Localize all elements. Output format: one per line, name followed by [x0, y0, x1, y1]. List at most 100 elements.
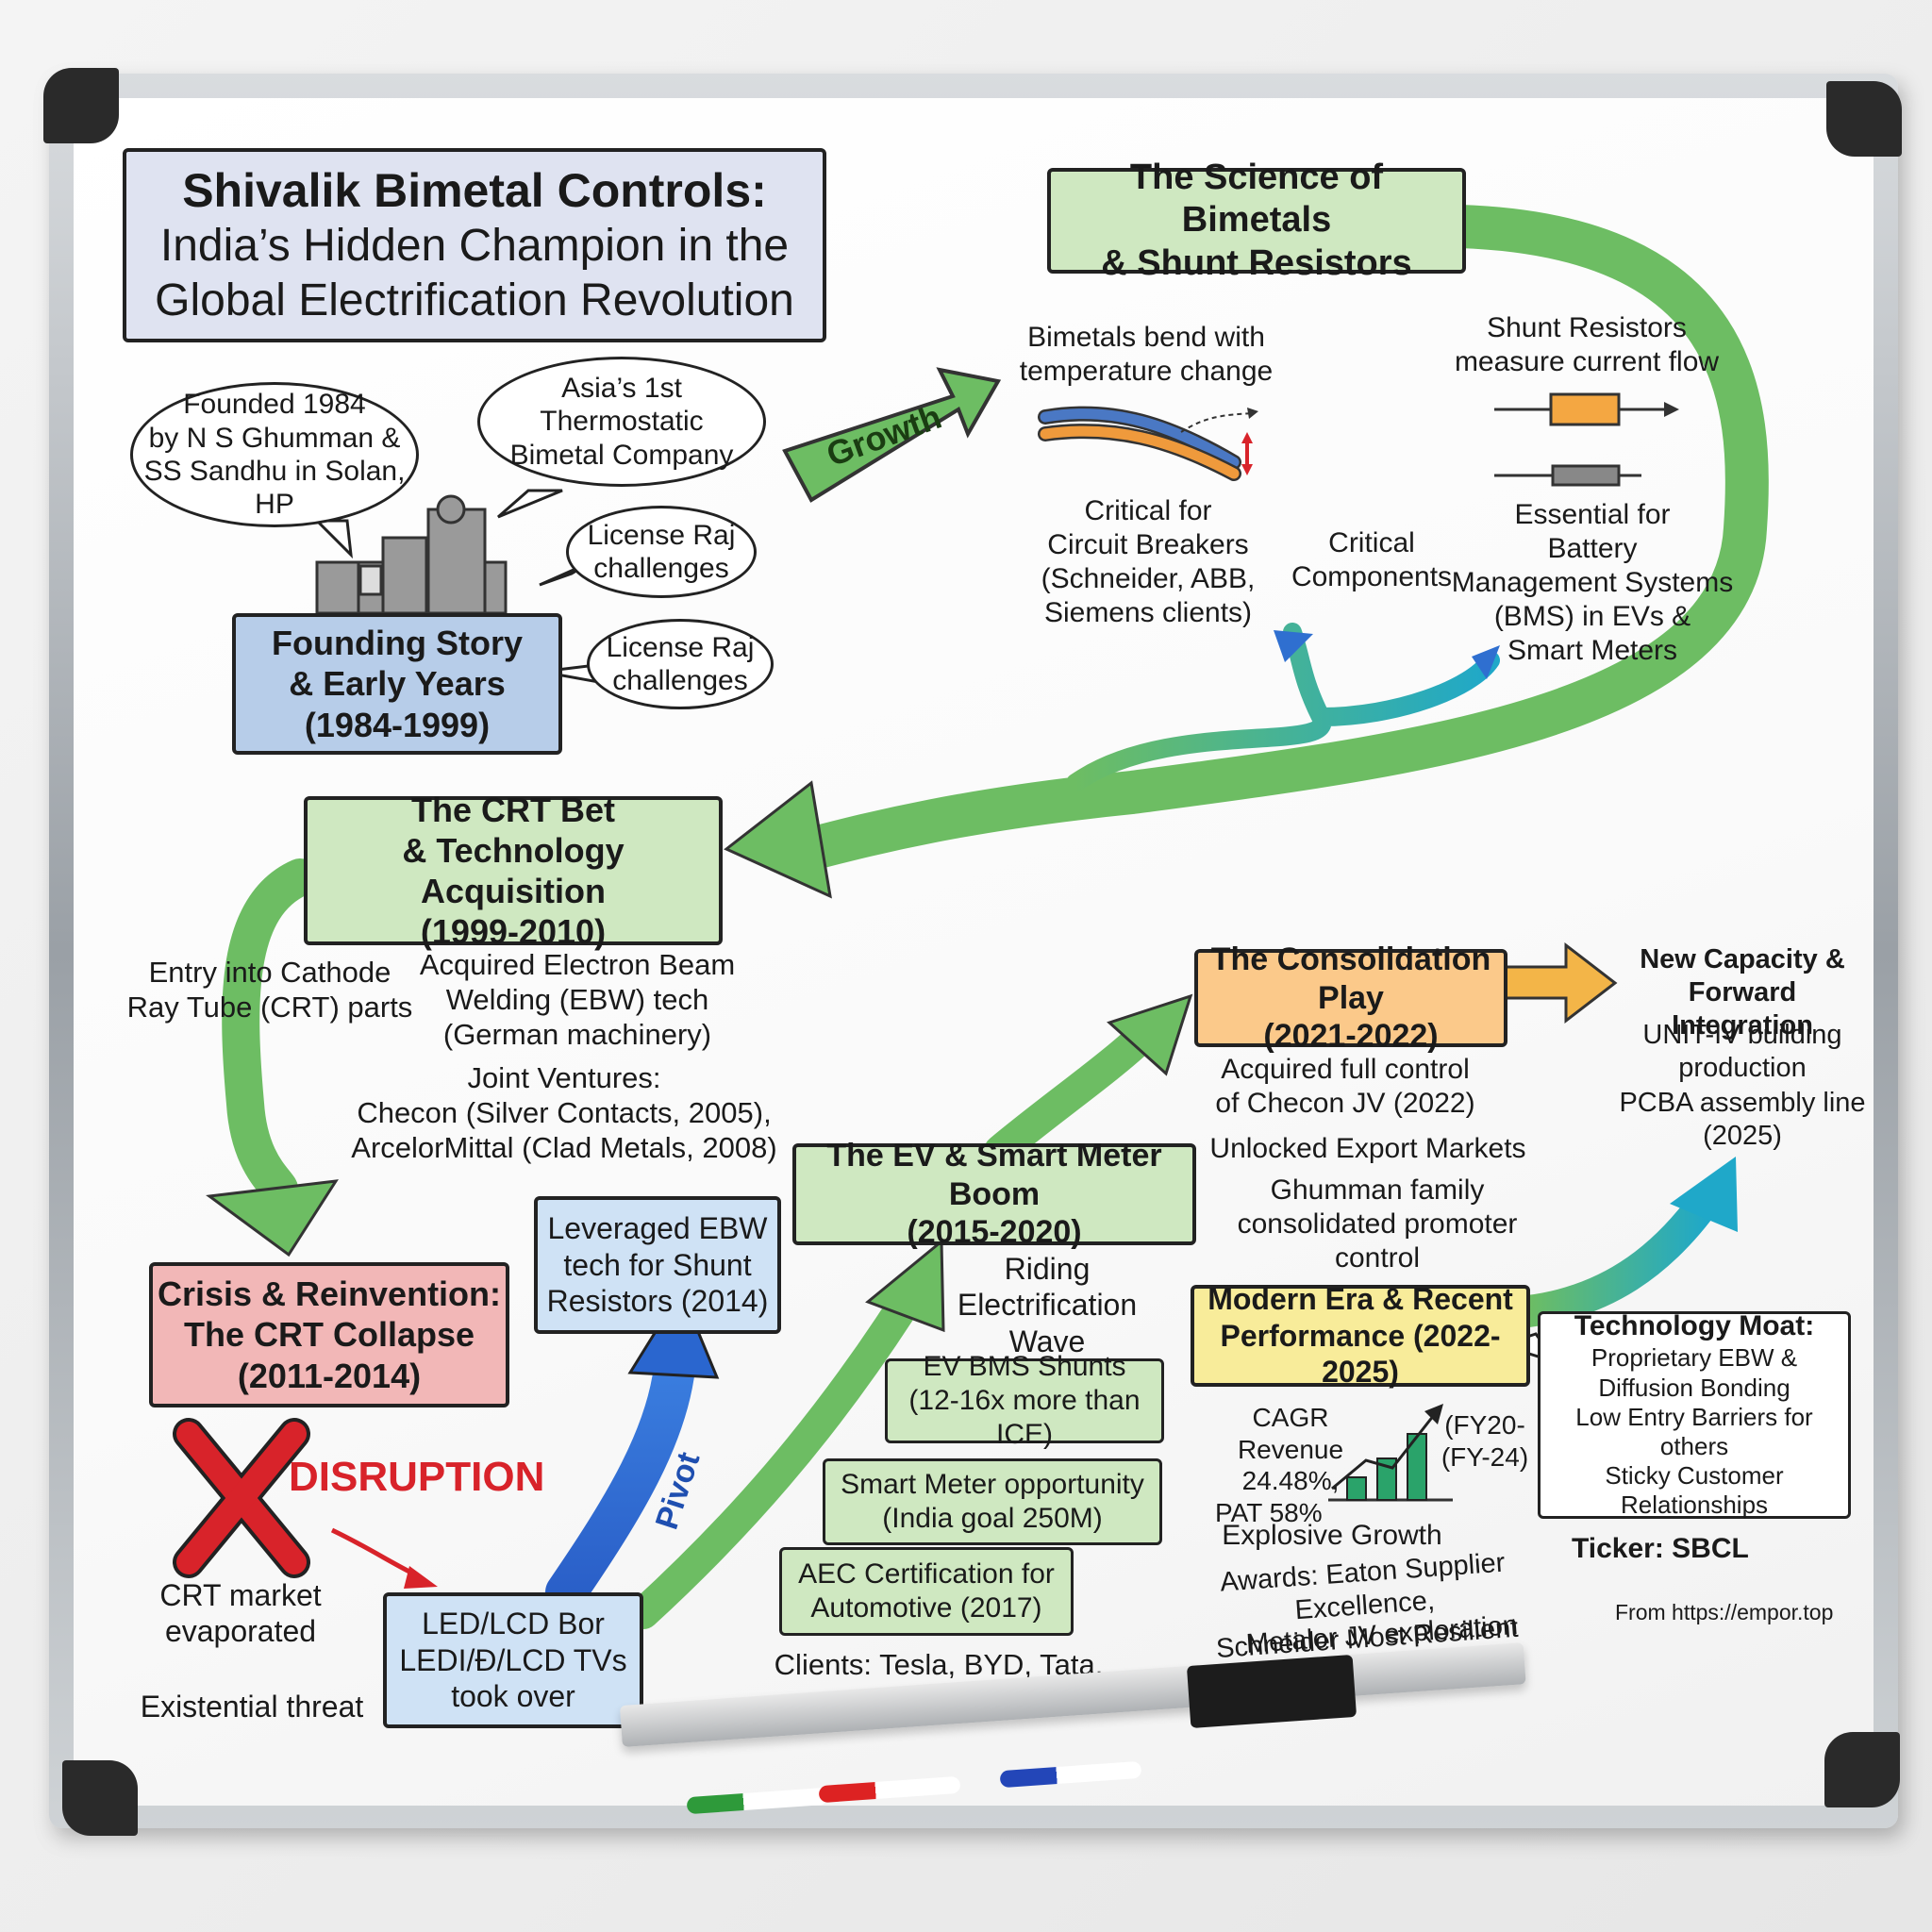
arrow-disruption-to-led: [330, 1527, 423, 1580]
science-box-line-2: & Shunt Resistors: [1101, 242, 1412, 283]
leveraged-ebw-box: Leveraged EBW tech for Shunt Resistors (…: [534, 1196, 781, 1334]
cb-line-2: Circuit Breakers: [1047, 529, 1249, 560]
frame-corner-bottom-left: [62, 1760, 138, 1836]
ticker-text: Ticker: SBCL: [1572, 1533, 1749, 1564]
title-line-1: Shivalik Bimetal Controls:: [182, 164, 767, 218]
license1-line-2: challenges: [593, 553, 729, 584]
founding-box-line-2: & Early Years: [289, 664, 506, 704]
led-lcd-line-2: LEDI/Ð/LCD TVs: [399, 1642, 627, 1677]
crt-ebw-1: Acquired Electron Beam: [419, 948, 736, 981]
founding-box-line-3: (1984-1999): [304, 705, 491, 744]
bubble-license-raj-1: License Raj challenges: [566, 506, 757, 598]
cc-line-2: Components: [1291, 561, 1453, 592]
moat-item-3: Low Entry Barriers for others: [1575, 1402, 1813, 1460]
smart-meter-1: Smart Meter opportunity: [841, 1469, 1144, 1500]
source-text: From https://empor.top: [1615, 1600, 1834, 1624]
modern-box-line-1: Modern Era & Recent: [1208, 1282, 1513, 1317]
bms-shunts-2: (12-16x more than ICE): [908, 1385, 1141, 1450]
bms-line-1: Essential for: [1514, 499, 1671, 530]
ev-bms-shunts-box: EV BMS Shunts (12-16x more than ICE): [885, 1351, 1164, 1450]
moat-heading: Technology Moat:: [1574, 1310, 1815, 1342]
crt-market-text: CRT market evaporated: [142, 1577, 340, 1650]
crisis-box-line-2: The CRT Collapse: [183, 1315, 475, 1355]
title-line-2: India’s Hidden Champion in the: [159, 221, 790, 272]
frame-corner-top-right: [1826, 81, 1902, 157]
arrow-head-modern-to-capacity: [1670, 1157, 1738, 1232]
ebw-box-line-1: Leveraged EBW: [547, 1211, 768, 1246]
crt-ebw-3: (German machinery): [442, 1018, 712, 1052]
crt-market-1: CRT market: [159, 1578, 322, 1612]
technology-moat-box: Technology Moat: Proprietary EBW & Diffu…: [1538, 1310, 1851, 1519]
critical-components-text: Critical Components: [1289, 526, 1455, 594]
bms-line-5: Smart Meters: [1507, 635, 1678, 666]
arrow-head-disruption: [404, 1566, 438, 1589]
disruption-label: DISRUPTION: [289, 1454, 545, 1500]
crt-ebw-2: Welding (EBW) tech: [445, 983, 709, 1017]
crt-entry-1: Entry into Cathode: [148, 956, 391, 989]
riding-1: Riding: [1004, 1252, 1091, 1286]
capacity-heading: New Capacity & Forward Integration: [1615, 943, 1870, 1041]
consolidation-box-line-1: The Consolidation Play: [1210, 941, 1491, 1016]
unit-2: production: [1678, 1052, 1807, 1083]
moat-item-1: Proprietary EBW &: [1591, 1343, 1798, 1373]
acquired-checon-text: Acquired full control of Checon JV (2022…: [1204, 1053, 1487, 1121]
bms-line-4: (BMS) in EVs &: [1493, 601, 1691, 632]
arrow-science-to-crt: [771, 205, 1769, 875]
bubble-asia-first: Asia’s 1st Thermostatic Bimetal Company: [477, 357, 766, 487]
modern-era-box: Modern Era & Recent Performance (2022-20…: [1191, 1282, 1530, 1389]
acquired-2: of Checon JV (2022): [1215, 1088, 1475, 1119]
fy-range-text: (FY20- (FY-24): [1438, 1409, 1532, 1473]
cb-line-1: Critical for: [1084, 495, 1212, 526]
science-box-line-1: The Science of Bimetals: [1129, 157, 1384, 241]
frame-corner-top-left: [43, 68, 119, 143]
pivot-arrow: [545, 1338, 696, 1613]
science-box: The Science of Bimetals & Shunt Resistor…: [1047, 158, 1466, 283]
bimetal-strip-icon: [1038, 406, 1258, 481]
license1-line-1: License Raj: [587, 519, 736, 551]
shunt-caption-1: Shunt Resistors: [1487, 312, 1687, 343]
founding-story-box: Founding Story & Early Years (1984-1999): [232, 613, 562, 755]
led-lcd-box: LED/LCD Bor LEDI/Ð/LCD TVs took over: [383, 1592, 643, 1728]
riding-wave-text: Riding Electrification Wave: [943, 1251, 1151, 1359]
riding-2: Electrification: [957, 1288, 1138, 1323]
led-lcd-line-1: LED/LCD Bor: [422, 1607, 605, 1641]
founded-line-1: Founded 1984: [183, 389, 366, 421]
bubble-founded: Founded 1984 by N S Ghumman & SS Sandhu …: [130, 382, 419, 527]
bms-shunts-1: EV BMS Shunts: [923, 1351, 1126, 1382]
factory-icon: [315, 494, 508, 615]
shunt-caption-2: measure current flow: [1454, 346, 1720, 377]
riding-3: Wave: [1008, 1324, 1086, 1358]
shunt-caption: Shunt Resistors measure current flow: [1440, 311, 1734, 379]
crt-bet-box: The CRT Bet & Technology Acquisition (19…: [304, 791, 723, 951]
pcba-line-text: PCBA assembly line (2025): [1615, 1087, 1870, 1153]
aec-1: AEC Certification for: [798, 1558, 1055, 1590]
crt-jv-2: Checon (Silver Contacts, 2005),: [357, 1096, 772, 1130]
export-markets-text: Unlocked Export Markets: [1209, 1133, 1526, 1164]
promoter-3: control: [1334, 1242, 1421, 1274]
unit-1: UNIT-IV building: [1642, 1020, 1842, 1050]
explosive-growth-text: Explosive Growth: [1222, 1520, 1442, 1551]
asia-line-1: Asia’s 1st: [561, 372, 682, 404]
promoter-1: Ghumman family: [1270, 1174, 1485, 1206]
bms-text: Essential for Battery Management Systems…: [1451, 498, 1734, 668]
bms-line-3: Management Systems: [1451, 567, 1734, 598]
eraser[interactable]: [1186, 1654, 1357, 1729]
disruption-x-icon: [173, 1418, 310, 1578]
cc-line-1: Critical: [1328, 527, 1415, 558]
pcba-1: PCBA assembly line: [1619, 1088, 1866, 1118]
ev-smart-meter-box: The EV & Smart Meter Boom (2015-2020): [792, 1138, 1196, 1250]
arrow-crt-to-crisis: [222, 858, 319, 1208]
bimetal-caption-2: temperature change: [1019, 356, 1274, 387]
led-lcd-line-3: took over: [451, 1679, 575, 1714]
arrow-head-crt-to-crisis: [206, 1179, 339, 1257]
ebw-box-line-3: Resistors (2014): [546, 1284, 769, 1319]
crisis-box-line-3: (2011-2014): [237, 1356, 422, 1395]
smart-meter-2: (India goal 250M): [882, 1503, 1103, 1534]
ebw-box-line-2: tech for Shunt: [563, 1247, 752, 1282]
cb-line-4: Siemens clients): [1043, 597, 1253, 628]
unit-iv-text: UNIT-IV building production: [1615, 1019, 1870, 1085]
arrow-consolidation-to-capacity: [1498, 941, 1618, 1024]
capacity-heading-2: Forward Integration: [1672, 976, 1813, 1041]
crt-jv-text: Joint Ventures: Checon (Silver Contacts,…: [336, 1060, 792, 1166]
